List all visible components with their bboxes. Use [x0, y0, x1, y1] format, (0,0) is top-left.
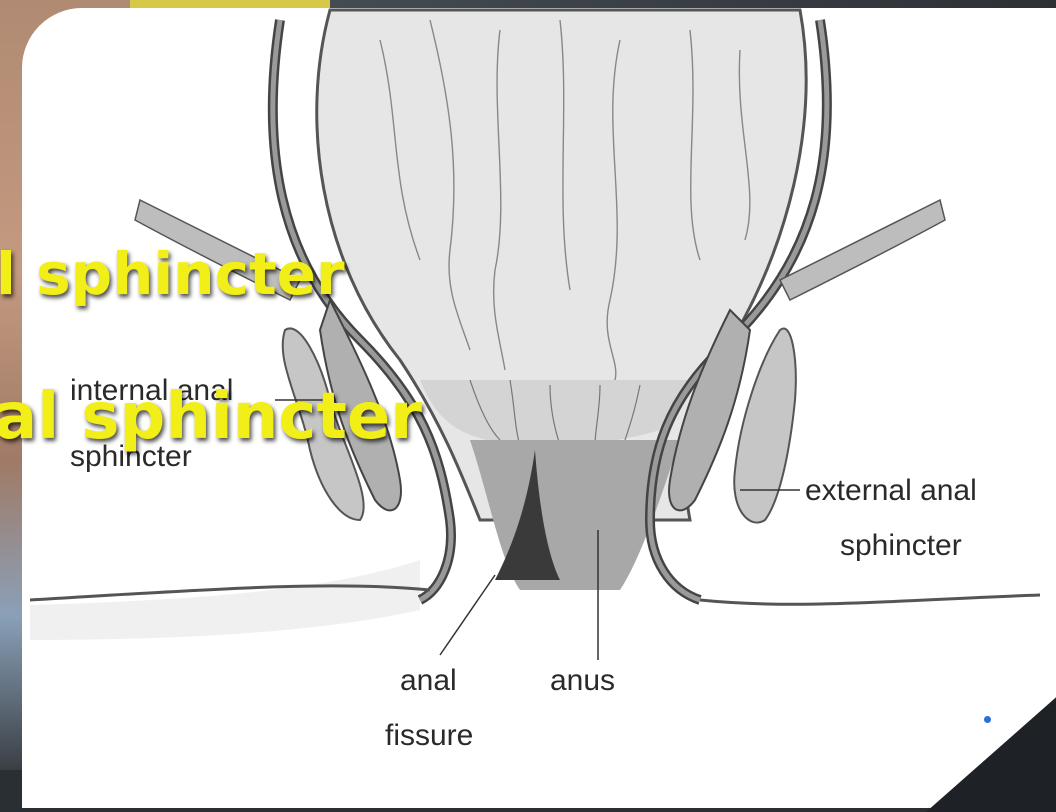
label-external-line1: external anal: [805, 474, 977, 507]
overlay-title-line1: l sphincter: [0, 240, 345, 308]
levator-right: [780, 200, 945, 300]
overlay-title-line2: al sphincter: [0, 380, 422, 454]
bullet-dot: [984, 716, 991, 723]
label-anal-fissure-line2: fissure: [385, 719, 473, 752]
skin-left-lower: [30, 560, 420, 640]
skin-line-right: [700, 595, 1040, 604]
label-anal-fissure-line1: anal: [400, 664, 457, 697]
anal-fissure-callout: [440, 575, 495, 655]
label-external-line2: sphincter: [840, 529, 962, 562]
label-anus: anus: [550, 664, 615, 697]
